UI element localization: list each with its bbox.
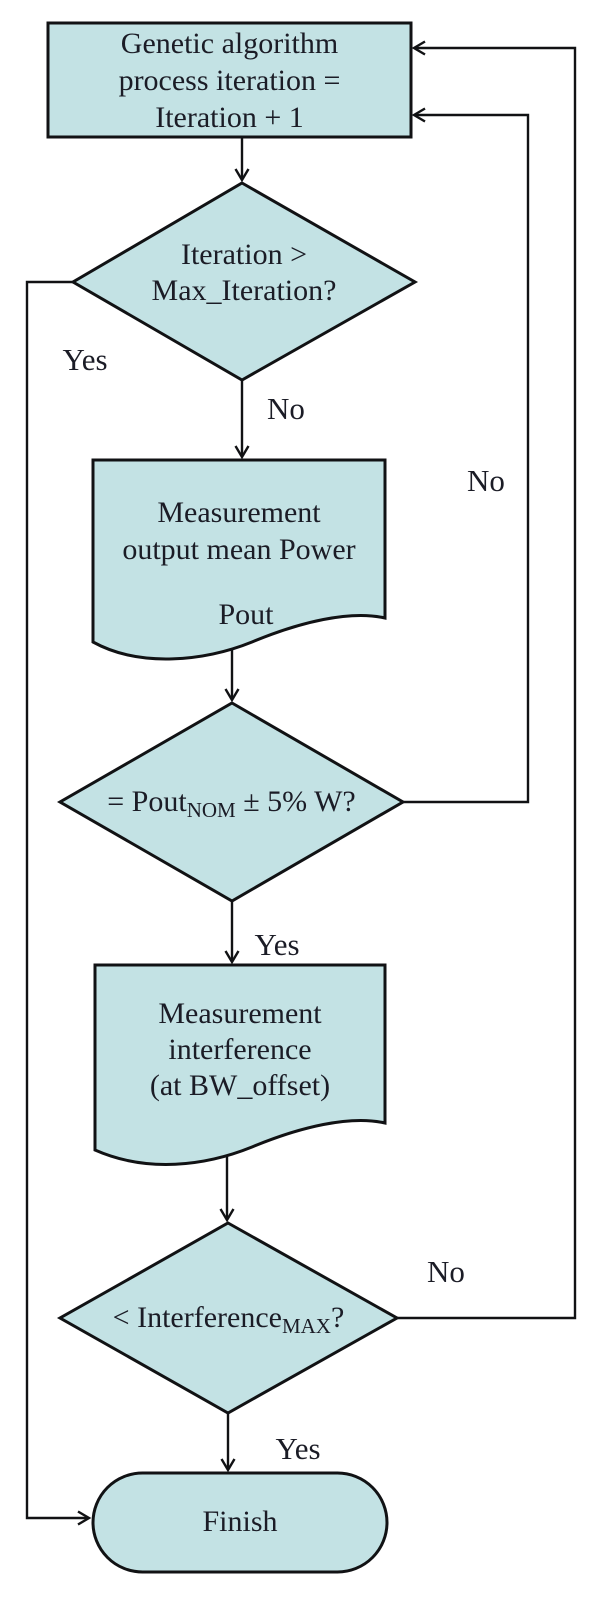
decision3-label-suffix: ? [330, 1301, 345, 1334]
finish-pill [91, 1471, 389, 1574]
edge-label-decision2-yes: Yes [254, 927, 300, 962]
document1-shape [91, 458, 387, 661]
loop-decision3-no-to-process [397, 40, 577, 1320]
decision2-label-text: = PoutNOM ± 5% W? [107, 783, 356, 821]
edge-label-decision2-no: No [467, 463, 505, 498]
decision3-label: < InterferenceMAX? [60, 1299, 397, 1337]
decision2-label-prefix: = Pout [107, 785, 187, 818]
document2-label: Measurement interference (at BW_offset) [95, 996, 385, 1104]
process-label-line3: Iteration + 1 [155, 100, 304, 134]
document2-label-line3: (at BW_offset) [149, 1069, 331, 1102]
finish-label: Finish [93, 1503, 387, 1541]
decision1-label: Iteration > Max_Iteration? [73, 237, 415, 309]
decision3-label-prefix: < Interference [112, 1301, 282, 1334]
edge-label-decision1-yes: Yes [62, 342, 108, 377]
document1-caption-text: Pout [218, 598, 274, 631]
decision2-label-suffix: ± 5% W? [235, 785, 356, 818]
decision1-label-line2: Max_Iteration? [151, 274, 337, 307]
document2-shape [93, 963, 387, 1166]
edge-label-decision1-no: No [267, 391, 305, 426]
decision2-label: = PoutNOM ± 5% W? [60, 783, 403, 821]
decision3-label-subscript: MAX [281, 1314, 331, 1338]
finish-label-text: Finish [202, 1505, 278, 1538]
decision3-diamond [56, 1221, 401, 1415]
document1-label-line1: Measurement [157, 496, 321, 529]
document1-caption: Pout [100, 596, 392, 634]
decision2-diamond [56, 701, 406, 903]
document1-label-line2: output mean Power [122, 533, 356, 566]
decision3-label-text: < InterferenceMAX? [113, 1299, 345, 1337]
decision1-label-line1: Iteration > [180, 238, 308, 271]
decision1-diamond [70, 181, 419, 382]
process-label-line2: process iteration = [118, 63, 341, 97]
document2-label-line2: interference [168, 1033, 312, 1066]
edge-label-decision3-yes: Yes [275, 1431, 321, 1466]
decision2-label-subscript: NOM [186, 798, 236, 822]
loop-decision2-no-to-process [403, 107, 530, 804]
document2-label-line1: Measurement [158, 997, 322, 1030]
edge-label-decision3-no: No [427, 1254, 465, 1289]
process-box [46, 21, 413, 139]
process-label-line1: Genetic algorithm [120, 26, 339, 60]
loop-decision1-yes-to-finish [25, 280, 92, 1526]
document1-label: Measurement output mean Power [93, 494, 385, 568]
process-label: Genetic algorithm process iteration = It… [48, 23, 411, 137]
